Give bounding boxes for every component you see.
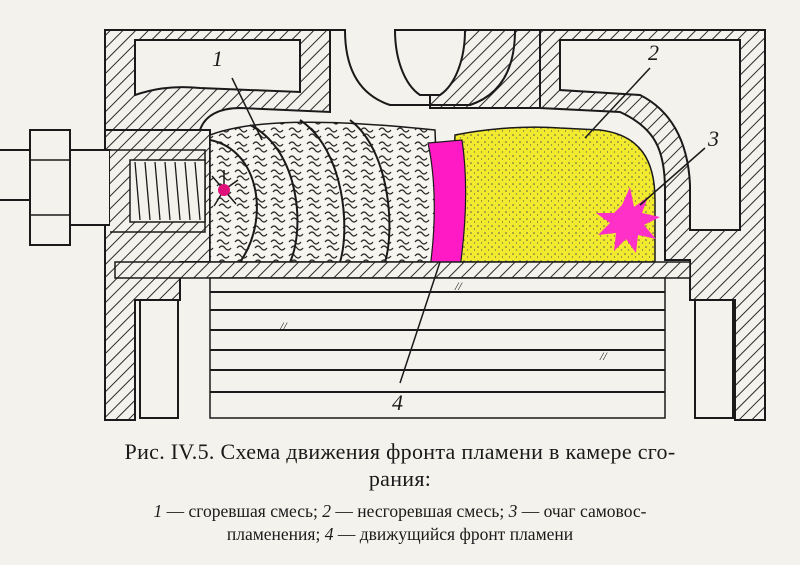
- combustion-chamber: [209, 119, 660, 269]
- coolant-cavity-top-right: [559, 39, 741, 231]
- svg-text://: //: [599, 349, 608, 363]
- legend-line2: пламенения; 4 — движущийся фронт пламени: [227, 524, 573, 544]
- svg-text://: //: [279, 319, 288, 333]
- autoignition-center: [596, 187, 660, 253]
- caption-legend: 1 — сгоревшая смесь; 2 — несгоревшая сме…: [20, 500, 780, 546]
- piston: // // //: [114, 261, 691, 419]
- legend-num-3: 3: [508, 501, 518, 521]
- legend-num-1: 1: [153, 501, 163, 521]
- caption-title: Рис. IV.5. Схема движения фронта пламени…: [20, 438, 780, 492]
- legend-line1: 1 — сгоревшая смесь; 2 — несгоревшая сме…: [154, 501, 647, 521]
- legend-num-2: 2: [322, 501, 331, 521]
- caption-title-line1: Рис. IV.5. Схема движения фронта пламени…: [124, 439, 676, 464]
- combustion-chamber-diagram: // // // 1 2 3 4: [0, 29, 766, 421]
- legend-text-1: — сгоревшая смесь;: [162, 501, 323, 521]
- label-4: 4: [392, 390, 403, 415]
- label-3: 3: [707, 126, 719, 151]
- svg-text://: //: [454, 279, 463, 293]
- cylinder-head-wall: [104, 29, 766, 421]
- coolant-cavity-right: [694, 299, 734, 419]
- caption-title-line2: рания:: [368, 466, 432, 491]
- legend-text-4: — движущийся фронт пламени: [333, 524, 574, 544]
- legend-num-4: 4: [324, 524, 334, 544]
- spark-plug: [0, 129, 206, 246]
- unburned-mixture-zone: [449, 126, 656, 263]
- burned-mixture-zone: [209, 121, 441, 263]
- legend-text-3-cont: пламенения;: [226, 524, 325, 544]
- legend-text-3: — очаг самовос-: [517, 501, 647, 521]
- label-2: 2: [648, 40, 659, 65]
- valve: [330, 29, 530, 106]
- coolant-cavity-left: [139, 299, 179, 419]
- coolant-cavity-top-left: [134, 39, 301, 97]
- label-1: 1: [212, 46, 223, 71]
- spark-point: [211, 170, 239, 207]
- leader-lines: [231, 67, 706, 384]
- legend-text-2: — несгоревшая смесь;: [331, 501, 509, 521]
- figure-caption: Рис. IV.5. Схема движения фронта пламени…: [0, 438, 800, 546]
